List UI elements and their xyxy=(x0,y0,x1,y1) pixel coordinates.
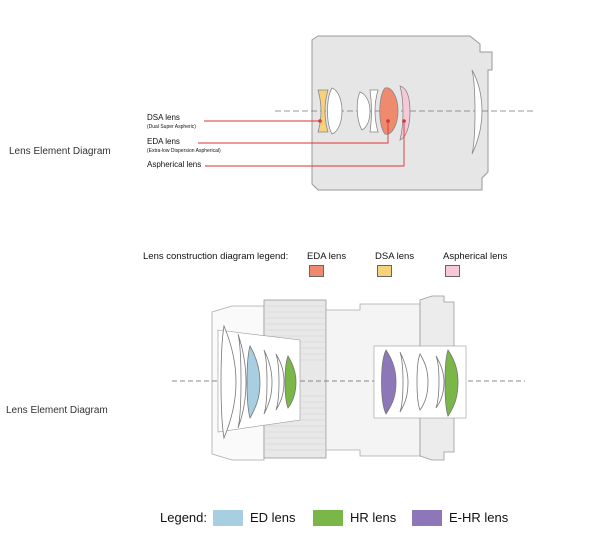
front-element-2 xyxy=(237,333,247,429)
hr-lens-element-rear xyxy=(444,349,459,417)
front-element-1 xyxy=(220,324,237,440)
dsa-callout-sub: (Dual Super Aspheric) xyxy=(147,124,196,130)
legend-top-swatch-0 xyxy=(309,265,324,277)
legend-bottom-item-0: ED lens xyxy=(250,510,296,525)
bottom-diagram-title: Lens Element Diagram xyxy=(6,405,108,416)
aspherical-callout-label: Aspherical lens xyxy=(147,160,202,169)
lens-body-outline xyxy=(311,35,493,191)
rear-lens-element xyxy=(471,69,483,155)
front-element-5 xyxy=(275,353,285,411)
eda-callout-line xyxy=(198,121,389,144)
lens-element-3 xyxy=(356,91,371,131)
legend-bottom-swatch-0 xyxy=(213,510,243,526)
legend-bottom-swatch-1 xyxy=(313,510,343,526)
aspherical-callout-line xyxy=(205,121,405,167)
legend-top-swatch-2 xyxy=(445,265,460,277)
eda-lens-element xyxy=(379,87,399,135)
rear-element-3 xyxy=(416,353,429,411)
legend-top-item-1: DSA lens xyxy=(375,251,415,262)
top-diagram-title: Lens Element Diagram xyxy=(9,146,111,157)
front-element-4 xyxy=(263,349,273,415)
aspherical-lens-element xyxy=(399,85,411,141)
dsa-callout-label: DSA lens xyxy=(147,113,180,122)
legend-top-swatch-1 xyxy=(377,265,392,277)
hr-lens-element-front xyxy=(284,355,297,409)
legend-top-heading: Lens construction diagram legend: xyxy=(143,251,289,262)
legend-top-item-0: EDA lens xyxy=(307,251,347,262)
rear-element-2 xyxy=(399,351,409,413)
legend-bottom-heading: Legend: xyxy=(160,510,207,525)
lens-element-2 xyxy=(327,87,343,135)
rear-element-4 xyxy=(435,355,445,409)
ehr-lens-element xyxy=(381,349,397,415)
eda-callout-label: EDA lens xyxy=(147,137,180,146)
legend-bottom-item-1: HR lens xyxy=(350,510,397,525)
legend-bottom-item-2: E-HR lens xyxy=(449,510,509,525)
legend-top-item-2: Aspherical lens xyxy=(443,251,508,262)
ed-lens-element xyxy=(246,344,261,420)
eda-callout-sub: (Extra-low Dispersion Aspherical) xyxy=(147,148,221,154)
lens-element-4 xyxy=(369,89,379,133)
legend-bottom-swatch-2 xyxy=(412,510,442,526)
